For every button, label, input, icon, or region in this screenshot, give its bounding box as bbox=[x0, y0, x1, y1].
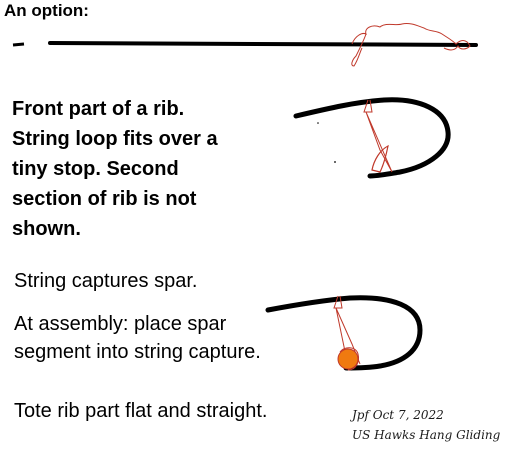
rib-description: Front part of a rib. String loop fits ov… bbox=[12, 94, 282, 244]
assembly-note: At assembly: place spar segment into str… bbox=[14, 310, 261, 366]
assembly-note-line: segment into string capture. bbox=[14, 341, 261, 363]
rib-description-line: shown. bbox=[12, 218, 81, 240]
signature-line: Jpf Oct 7, 2022 bbox=[352, 408, 444, 422]
string-loop-1 bbox=[363, 99, 393, 173]
rib-stop-1 bbox=[371, 144, 389, 173]
spar-segment bbox=[337, 348, 359, 370]
dot-mark bbox=[334, 161, 336, 163]
rib-description-line: String loop fits over a bbox=[12, 128, 218, 150]
rib-curve-front bbox=[293, 97, 451, 179]
spar-loop bbox=[339, 347, 359, 371]
red-scribble bbox=[351, 23, 471, 67]
tote-note: Tote rib part flat and straight. bbox=[14, 400, 268, 422]
rib-description-line: Front part of a rib. bbox=[12, 98, 185, 120]
rib-description-line: tiny stop. Second bbox=[12, 158, 179, 180]
short-dash bbox=[12, 42, 25, 47]
dot-mark bbox=[317, 122, 319, 124]
rib-description-line: section of rib is not bbox=[12, 188, 197, 210]
assembly-note-line: At assembly: place spar bbox=[14, 313, 227, 335]
spar-caption: String captures spar. bbox=[14, 270, 198, 292]
signature-line: US Hawks Hang Gliding bbox=[352, 428, 501, 442]
straight-rib-line bbox=[48, 41, 478, 47]
rib-curve-spar bbox=[265, 295, 423, 371]
page-title: An option: bbox=[4, 1, 89, 20]
signature: Jpf Oct 7, 2022 US Hawks Hang Gliding bbox=[352, 405, 500, 445]
